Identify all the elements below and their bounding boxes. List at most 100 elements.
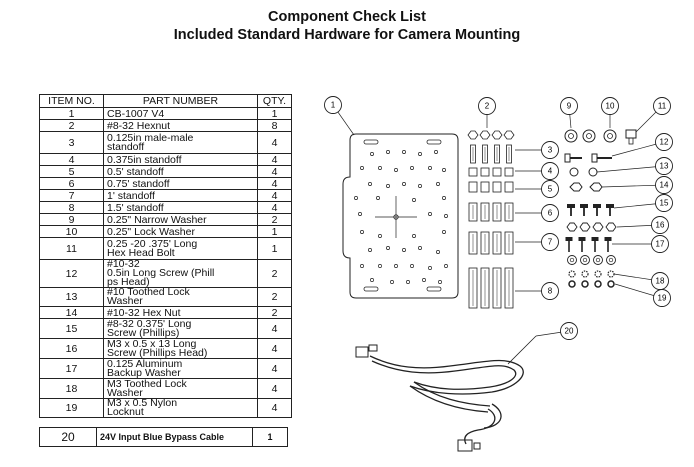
plate-hole [394, 168, 398, 172]
standoff [504, 181, 514, 193]
standoff [480, 267, 490, 309]
plate-hole [428, 212, 432, 216]
part-number: 24V Input Blue Bypass Cable [96, 427, 253, 447]
plate-hole [418, 152, 422, 156]
plate-hole [354, 196, 358, 200]
plate-hole [360, 230, 364, 234]
standoff [504, 267, 514, 309]
table-row: 12#10-32 0.5in Long Screw (Phill ps Head… [39, 259, 292, 288]
hex-nut [479, 130, 491, 140]
plate-hole [360, 264, 364, 268]
callout-balloon [653, 97, 671, 115]
plate-hole [368, 182, 372, 186]
callout-balloon [655, 176, 673, 194]
screw-head [580, 204, 588, 208]
plate-hole [410, 166, 414, 170]
toothed-washer [581, 270, 589, 278]
washer [606, 255, 616, 265]
callout-label: 3 [548, 146, 553, 155]
toothed-washer [594, 270, 602, 278]
title-line-2: Included Standard Hardware for Camera Mo… [173, 27, 521, 43]
standoff [506, 144, 512, 164]
quantity: 4 [257, 398, 292, 418]
callout-label: 4 [548, 167, 553, 176]
callout-balloon [560, 97, 578, 115]
table-row: 20 24V Input Blue Bypass Cable 1 [39, 427, 288, 447]
part-number: #10 Toothed Lock Washer [103, 287, 258, 307]
washer [580, 255, 590, 265]
part-number: #10-32 0.5in Long Screw (Phill ps Head) [103, 259, 258, 288]
callout-balloon [541, 162, 559, 180]
callout-label: 11 [658, 102, 667, 111]
item-number: 19 [39, 398, 104, 418]
leader-line [611, 141, 665, 157]
quantity: 4 [257, 338, 292, 359]
title-line-1: Component Check List [268, 9, 426, 25]
quantity: 1 [257, 237, 292, 260]
callout-balloon [601, 97, 619, 115]
plate-hole [410, 264, 414, 268]
callout-balloon [655, 194, 673, 212]
extra-item-table: 20 24V Input Blue Bypass Cable 1 [39, 427, 288, 447]
item-number: 12 [39, 259, 104, 288]
plate-hole [434, 150, 438, 154]
plate-hole [442, 230, 446, 234]
part-number: 0.25" Lock Washer [103, 225, 258, 238]
plate-hole [402, 248, 406, 252]
hex-nut [467, 130, 479, 140]
callout-label: 12 [660, 138, 669, 147]
callout-balloon [541, 282, 559, 300]
callout-balloon [560, 322, 578, 340]
callout-label: 6 [548, 209, 553, 218]
standoff-groups [467, 130, 515, 309]
plate-hole [412, 234, 416, 238]
callout-label: 9 [567, 102, 572, 111]
plate-hole [428, 166, 432, 170]
callout-label: 15 [660, 199, 669, 208]
plate-hole [406, 280, 410, 284]
plate-hole [386, 150, 390, 154]
standoff [480, 167, 490, 177]
washer [567, 255, 577, 265]
callout-balloon [324, 96, 342, 114]
standoff [492, 231, 502, 255]
washer-hole [582, 257, 588, 263]
plate-hole [394, 264, 398, 268]
plate-hole [438, 280, 442, 284]
part-number: #8-32 0.375' Long Screw (Phillips) [103, 318, 258, 339]
hex-nut [592, 222, 604, 232]
plate-hole [402, 150, 406, 154]
screw-head [591, 237, 599, 241]
plate-hole [428, 266, 432, 270]
plate-hole [370, 278, 374, 282]
screw-head [593, 204, 601, 208]
washer [593, 255, 603, 265]
callout-balloon [655, 157, 673, 175]
table-row: 15#8-32 0.375' Long Screw (Phillips)4 [39, 318, 292, 339]
plate-hole [422, 278, 426, 282]
callout-label: 17 [656, 240, 665, 249]
standoff [504, 167, 514, 177]
standoff [470, 144, 476, 164]
callout-label: 16 [656, 221, 665, 230]
plate-hole [393, 214, 399, 220]
plate-hole [444, 214, 448, 218]
part-number: 0.25 -20 .375' Long Hex Head Bolt [103, 237, 258, 260]
callout-label: 10 [606, 102, 615, 111]
standoff [494, 144, 500, 164]
callout-label: 14 [660, 181, 669, 190]
callout-balloon [541, 141, 559, 159]
toothed-washer [568, 270, 576, 278]
callout-label: 8 [548, 287, 553, 296]
plate-hole [368, 248, 372, 252]
quantity: 1 [252, 427, 288, 447]
bypass-cable [355, 335, 537, 452]
standoff [492, 181, 502, 193]
plate-hole [358, 212, 362, 216]
